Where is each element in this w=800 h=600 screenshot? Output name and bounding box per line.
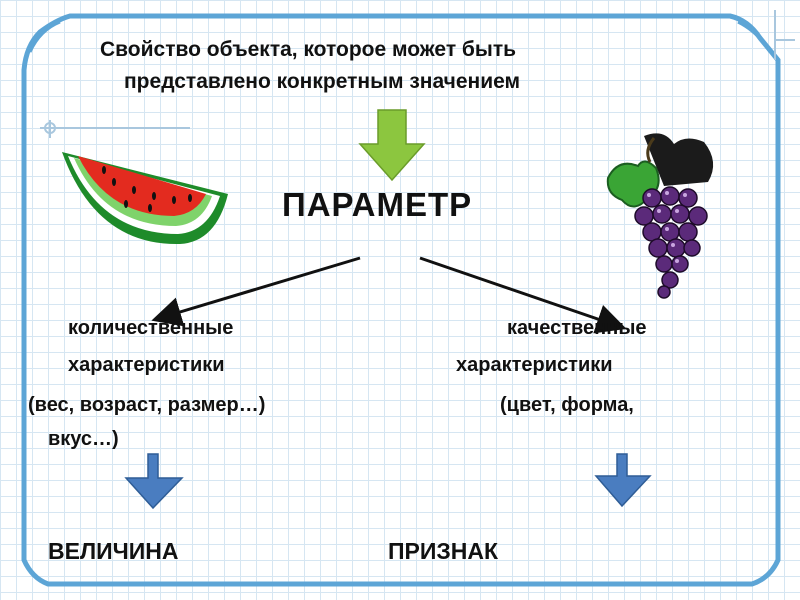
blue-down-arrow-left-icon (124, 453, 184, 510)
blue-down-arrow-right-icon (594, 453, 652, 508)
qualitative-line-1: качественные (507, 317, 647, 339)
quantitative-line-1: количественные (68, 317, 234, 339)
definition-line-1: Свойство объекта, которое может быть (100, 38, 517, 61)
definition-line-2: представлено конкретным значением (124, 70, 521, 93)
result-magnitude: ВЕЛИЧИНА (48, 538, 179, 564)
arrow-to-qualitative (419, 256, 627, 334)
watermelon-slice-icon (62, 152, 228, 245)
quantitative-line-2: характеристики (68, 354, 225, 376)
quantitative-examples-tail: вкус…) (48, 428, 119, 450)
quantitative-examples: (вес, возраст, размер…) (28, 394, 266, 416)
green-down-arrow-icon (358, 109, 426, 182)
qualitative-line-2: характеристики (456, 354, 613, 376)
result-attribute: ПРИЗНАК (388, 538, 499, 564)
grape-bunch-icon (606, 133, 714, 299)
central-term: ПАРАМЕТР (282, 186, 473, 223)
qualitative-examples: (цвет, форма, (500, 394, 634, 416)
arrow-to-quantitative (151, 256, 361, 327)
